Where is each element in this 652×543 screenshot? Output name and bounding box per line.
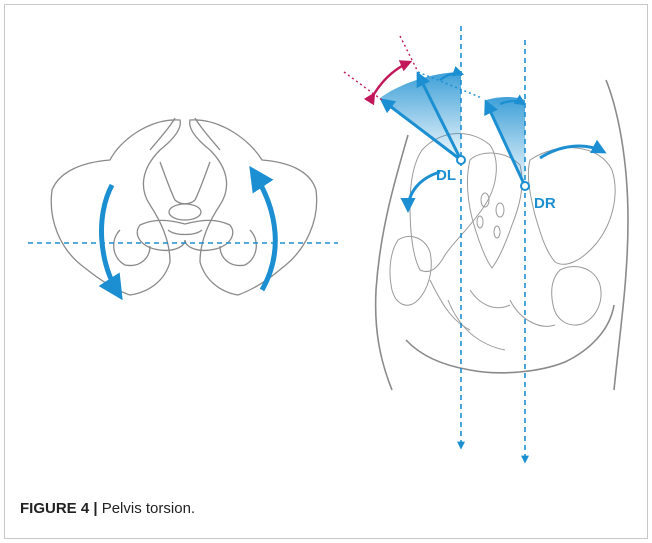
left-body-outline: [376, 135, 408, 390]
sacrum: [160, 162, 210, 204]
right-ilium: [190, 120, 317, 295]
left-rotation-arrow: [102, 185, 120, 296]
sacral-foramen-2: [496, 203, 504, 217]
right-joint-pivot: [521, 182, 529, 190]
right-femur-head: [552, 266, 601, 325]
left-acetabulum: [114, 230, 150, 266]
left-femur-head: [390, 236, 431, 305]
right-ilium-inner: [195, 118, 220, 150]
caption-text: Pelvis torsion.: [98, 500, 196, 517]
vertebra-processes: [137, 220, 233, 250]
pelvis-top-view: [51, 118, 316, 295]
joint-label-dl: DL: [436, 167, 456, 184]
sacrum-back: [467, 153, 522, 268]
pubic-arch: [470, 290, 510, 308]
left-joint-pivot: [457, 156, 465, 164]
pelvis-bones-back: [390, 134, 615, 350]
buttock-outline: [470, 305, 614, 373]
vertebra-body: [169, 204, 201, 220]
left-ilium-inner: [150, 118, 175, 150]
sacral-foramen-4: [494, 226, 500, 238]
right-rotation-arrow: [252, 170, 275, 290]
left-tilt-wedge: [380, 72, 461, 160]
vertebra-canal: [168, 230, 202, 235]
figure-caption: FIGURE 4 | Pelvis torsion.: [20, 500, 195, 517]
figure-number: FIGURE 4 |: [20, 500, 98, 517]
sacral-foramen-3: [477, 216, 483, 228]
joint-label-dr: DR: [534, 195, 556, 212]
left-ilium: [51, 120, 180, 295]
right-body-outline: [606, 80, 628, 390]
magenta-dotted-line-left: [344, 72, 382, 100]
right-joint-rotation-arrow: [540, 146, 604, 158]
right-acetabulum: [220, 230, 256, 266]
right-ischium: [510, 300, 555, 326]
